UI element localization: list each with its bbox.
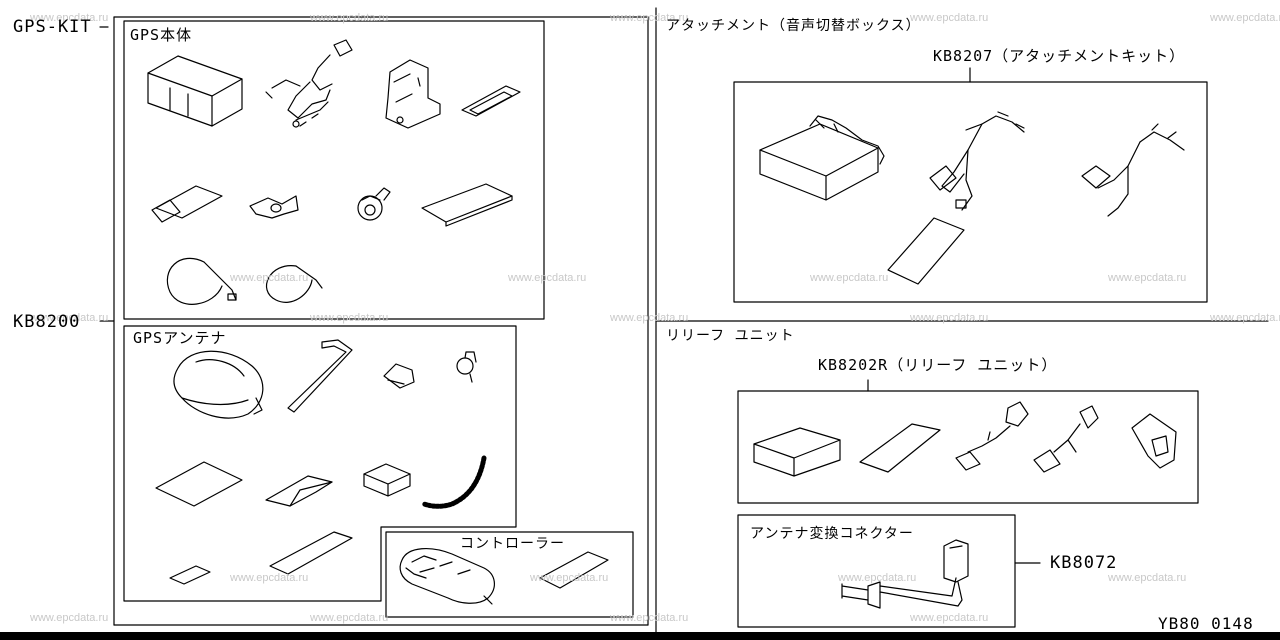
diagram-code: YB80 0148 [1158,614,1254,633]
relief-connector-part [1131,413,1177,469]
relief-harness-b [1033,405,1099,473]
sheet-part [421,183,513,227]
antenna-clip-part [383,363,415,389]
frame-lines [99,7,1269,633]
relief-harness-a [955,401,1029,471]
gps-antenna-box [123,325,517,602]
antenna-connector-part [841,539,969,609]
watermark: www.epcdata.ru [1108,272,1187,284]
watermark: www.epcdata.ru [230,572,309,584]
watermark: www.epcdata.ru [1108,572,1187,584]
attachment-harness-a [929,111,1025,211]
attachment-sheet-part [887,217,965,285]
antenna-screw-part [456,351,477,383]
gps-body-box [123,20,545,320]
watermark: www.epcdata.ru [610,612,689,624]
watermark: www.epcdata.ru [30,12,109,24]
attachment-box-part [759,115,885,201]
clip-strip-part [461,85,521,117]
watermark: www.epcdata.ru [1210,12,1280,24]
watermark: www.epcdata.ru [310,12,389,24]
gps-antenna-label: GPSアンテナ [133,329,227,347]
bow-clip-part [249,195,299,219]
antenna-puck-part [173,350,264,419]
watermark: www.epcdata.ru [1210,312,1280,324]
watermark: www.epcdata.ru [508,272,587,284]
screw-grommet-part [357,187,391,221]
watermark: www.epcdata.ru [610,12,689,24]
antenna-pad-part [265,475,333,507]
antenna-connector-label: アンテナ変換コネクター [750,526,914,542]
relief-kit-label: KB8202R（リリーフ ユニット） [818,356,1058,374]
kit-code: KB8200 [13,312,81,332]
relief-unit-box [737,390,1199,504]
wire-harness-part [265,39,353,128]
watermark: www.epcdata.ru [838,572,917,584]
antenna-strip-part [269,531,353,575]
gps-unit-part [147,55,243,127]
watermark: www.epcdata.ru [910,312,989,324]
watermark: www.epcdata.ru [610,312,689,324]
antenna-connector-code: KB8072 [1050,553,1118,573]
watermark: www.epcdata.ru [230,272,309,284]
attachment-kit-label: KB8207（アタッチメントキット） [933,47,1186,65]
watermark: www.epcdata.ru [910,612,989,624]
antenna-tab-part [169,565,211,585]
relief-sheet-part [859,423,941,473]
gps-body-label: GPS本体 [130,26,193,44]
cable-small-part [265,265,323,303]
controller-label: コントローラー [460,536,565,552]
relief-unit-label: リリーフ ユニット [666,328,795,344]
bracket-part [385,59,441,129]
watermark: www.epcdata.ru [310,612,389,624]
controller-sheet-part [539,551,609,589]
watermark: www.epcdata.ru [30,612,109,624]
antenna-connector-box [737,514,1016,628]
corrugated-tube-part [421,455,487,509]
cable-loop-part [166,257,237,305]
watermark: www.epcdata.ru [910,12,989,24]
antenna-sheet-part [155,461,243,507]
attachment-label: アタッチメント（音声切替ボックス） [666,18,921,34]
pad-part [151,185,223,223]
antenna-rod-part [287,339,353,413]
relief-box-part [753,427,841,477]
watermark: www.epcdata.ru [310,312,389,324]
watermark: www.epcdata.ru [30,312,109,324]
antenna-block-part [363,463,411,497]
kit-label: GPS-KIT [13,17,92,37]
attachment-harness-b [1081,123,1185,217]
controller-part [399,548,495,605]
watermark: www.epcdata.ru [810,272,889,284]
watermark: www.epcdata.ru [530,572,609,584]
bottom-border [0,632,1280,640]
controller-box [385,531,634,618]
